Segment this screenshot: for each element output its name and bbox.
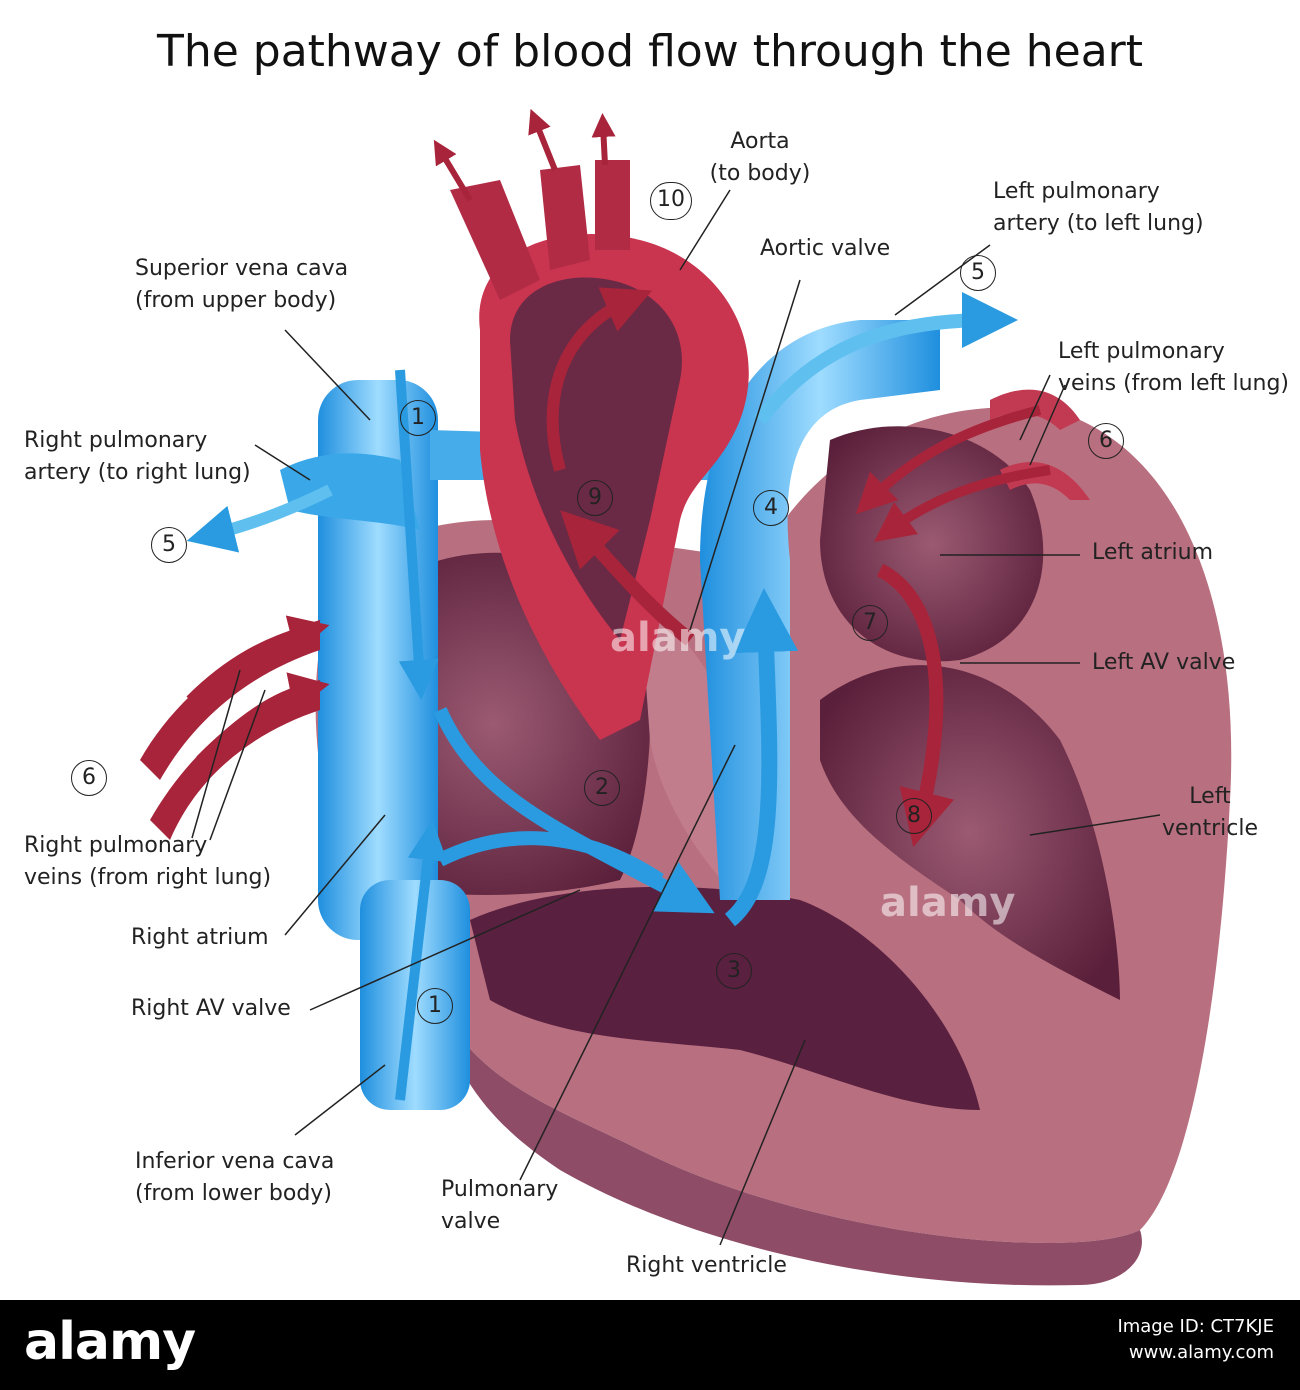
leader-aortic-valve	[689, 279, 801, 631]
step-10: 10	[650, 182, 692, 220]
right-ventricle-cavity	[470, 886, 980, 1110]
leader-left-ventricle	[1029, 814, 1161, 836]
footer-logo: alamy	[24, 1312, 196, 1372]
step-5-right: 5	[960, 255, 996, 291]
leader-ivc	[294, 1064, 386, 1136]
watermark: alamy	[610, 615, 746, 661]
step-8: 8	[896, 798, 932, 834]
watermark: alamy	[880, 880, 1016, 926]
flow-arrow-aorta-br2	[528, 108, 558, 172]
label-aortic-valve: Aortic valve	[760, 236, 891, 261]
flow-arrow-aorta-br1	[433, 139, 473, 202]
flow-arrow-pa-right	[186, 484, 333, 553]
left-ventricle-cavity	[820, 665, 1120, 1000]
leader-lpv-1	[1019, 374, 1051, 441]
flow-arrow-lpv-2	[873, 465, 1051, 542]
leader-svc	[284, 329, 371, 421]
leader-rpa	[254, 444, 311, 481]
label-inferior-vena-cava: Inferior vena cava(from lower body)	[135, 1149, 335, 1206]
leader-aorta	[679, 189, 731, 271]
flow-arrow-aorta-up	[546, 287, 653, 472]
flow-arrow-rpv-1	[186, 615, 330, 704]
leader-right-ventricle	[719, 1039, 806, 1246]
flow-arrow-ra-rv-2	[436, 831, 664, 886]
diagram-title: The pathway of blood flow through the he…	[156, 26, 1144, 77]
right-pulmonary-artery-vessel	[280, 453, 420, 530]
flow-arrow-lpv-1	[855, 405, 1042, 515]
leader-lpv-2	[1029, 384, 1066, 466]
footer-bar: alamy Image ID: CT7KJE www.alamy.com	[0, 1300, 1300, 1390]
flow-arrow-ivc	[395, 820, 448, 1101]
step-4: 4	[753, 490, 789, 526]
step-2: 2	[584, 770, 620, 806]
aorta-branch-2	[540, 165, 590, 270]
flow-arrow-aorta-br3	[591, 113, 616, 166]
label-superior-vena-cava: Superior vena cava(from upper body)	[135, 256, 349, 313]
right-pulmonary-vein-1	[140, 620, 320, 780]
step-1-bottom: 1	[417, 988, 453, 1024]
aorta-branch-3	[595, 160, 630, 250]
right-pulmonary-vein-2	[150, 680, 320, 840]
label-right-atrium: Right atrium	[131, 925, 269, 950]
flow-arrow-la-lv	[876, 563, 954, 848]
flow-arrow-rv-pa	[724, 588, 799, 927]
pulmonary-trunk-vessel	[700, 320, 940, 900]
heart-lower-edge	[440, 1000, 1142, 1286]
leader-rpv-2	[209, 689, 266, 841]
heart-illustration	[140, 108, 1232, 1286]
label-left-av-valve: Left AV valve	[1092, 650, 1236, 675]
label-right-av-valve: Right AV valve	[131, 996, 291, 1021]
flow-arrow-lv-aorta	[560, 510, 695, 646]
flow-arrow-pa-left	[754, 292, 1018, 425]
aorta-branch-1	[450, 180, 540, 300]
leader-pulmonary-valve	[519, 744, 736, 1181]
label-right-ventricle: Right ventricle	[626, 1253, 787, 1278]
footer-image-info: Image ID: CT7KJE www.alamy.com	[1117, 1314, 1274, 1366]
leader-right-atrium	[284, 814, 386, 936]
step-5-left: 5	[151, 527, 187, 563]
label-left-atrium: Left atrium	[1092, 540, 1214, 565]
label-aorta: Aorta(to body)	[709, 129, 811, 186]
step-7: 7	[852, 605, 888, 641]
aorta-inner	[510, 277, 682, 640]
leader-right-av-valve	[309, 889, 581, 1011]
step-6-right: 6	[1088, 423, 1124, 459]
footer-image-id: Image ID: CT7KJE	[1117, 1316, 1274, 1337]
leader-rpv-1	[191, 669, 241, 839]
step-1-top: 1	[400, 400, 436, 436]
footer-site: www.alamy.com	[1128, 1342, 1274, 1363]
step-9: 9	[577, 480, 613, 516]
step-3: 3	[716, 953, 752, 989]
step-6-left: 6	[71, 760, 107, 796]
